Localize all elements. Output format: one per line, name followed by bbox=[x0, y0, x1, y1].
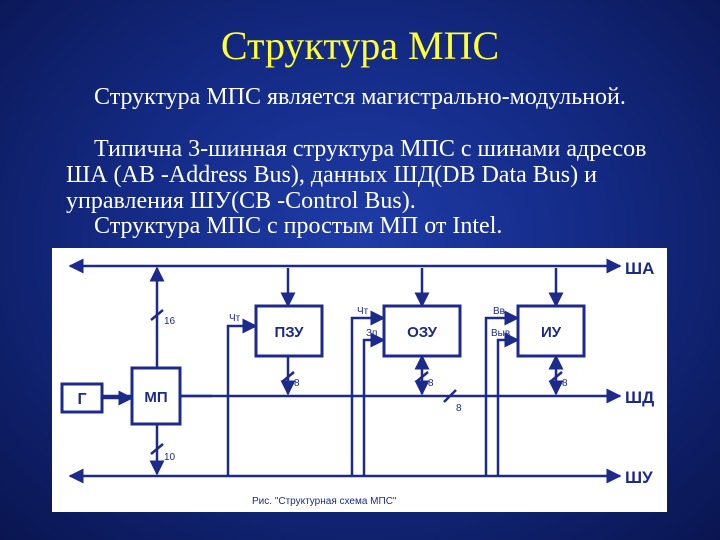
cpu-address-width: 16 bbox=[164, 316, 176, 327]
cpu-label: МП bbox=[144, 389, 167, 406]
ram-label: ОЗУ bbox=[407, 324, 437, 341]
io-out-label: Выв bbox=[491, 328, 510, 339]
tick-cpu-address bbox=[150, 309, 164, 321]
address-bus-label: ША bbox=[625, 259, 654, 278]
structure-diagram: ША ШД ШУ Г МП ПЗУ ОЗУ ИУ Чт Чт Зп Вв Выв… bbox=[52, 248, 667, 512]
rom-read-line bbox=[226, 318, 258, 476]
tick-rom-data bbox=[281, 371, 295, 383]
control-bus-label: ШУ bbox=[625, 468, 653, 487]
ram-write-line bbox=[362, 332, 386, 476]
io-in-label: Вв bbox=[493, 306, 505, 317]
cpu-control-width: 10 bbox=[164, 452, 176, 463]
ram-read-line bbox=[350, 310, 386, 476]
diagram-canvas: ША ШД ШУ Г МП ПЗУ ОЗУ ИУ Чт Чт Зп Вв Выв… bbox=[60, 258, 654, 507]
ram-data-width: 8 bbox=[428, 378, 434, 389]
generator-block bbox=[60, 382, 104, 414]
tick-ram-data bbox=[415, 371, 429, 383]
diagram-caption: Рис. "Структурная схема МПС" bbox=[252, 496, 397, 507]
rom-read-label: Чт bbox=[229, 313, 241, 324]
tick-cpu-control bbox=[150, 443, 164, 455]
rom-label: ПЗУ bbox=[275, 324, 305, 341]
data-bus-label: ШД bbox=[625, 388, 654, 407]
rom-block bbox=[254, 304, 324, 358]
io-in-line bbox=[484, 310, 520, 476]
tick-io-data bbox=[549, 371, 563, 383]
paragraph-intel: Структура МПС с простым МП от Intel. bbox=[94, 213, 503, 239]
io-block bbox=[516, 304, 586, 358]
io-label: ИУ bbox=[541, 324, 562, 341]
generator-label: Г bbox=[77, 391, 86, 408]
ram-read-label: Чт bbox=[357, 306, 369, 317]
rom-data-width: 8 bbox=[294, 378, 300, 389]
tick-bus-data bbox=[443, 389, 457, 403]
io-data-width: 8 bbox=[562, 378, 568, 389]
paragraph-structure: Структура МПС является магистрально-моду… bbox=[94, 84, 626, 110]
paragraph-buses: Типична 3-шинная структура МПС с шинами … bbox=[66, 136, 647, 214]
ram-write-label: Зп bbox=[366, 328, 377, 339]
ram-block bbox=[382, 304, 462, 358]
bus-data-width: 8 bbox=[456, 403, 462, 414]
cpu-block bbox=[130, 366, 182, 426]
io-out-line bbox=[496, 332, 520, 476]
slide-title: Структура МПС bbox=[220, 23, 500, 68]
